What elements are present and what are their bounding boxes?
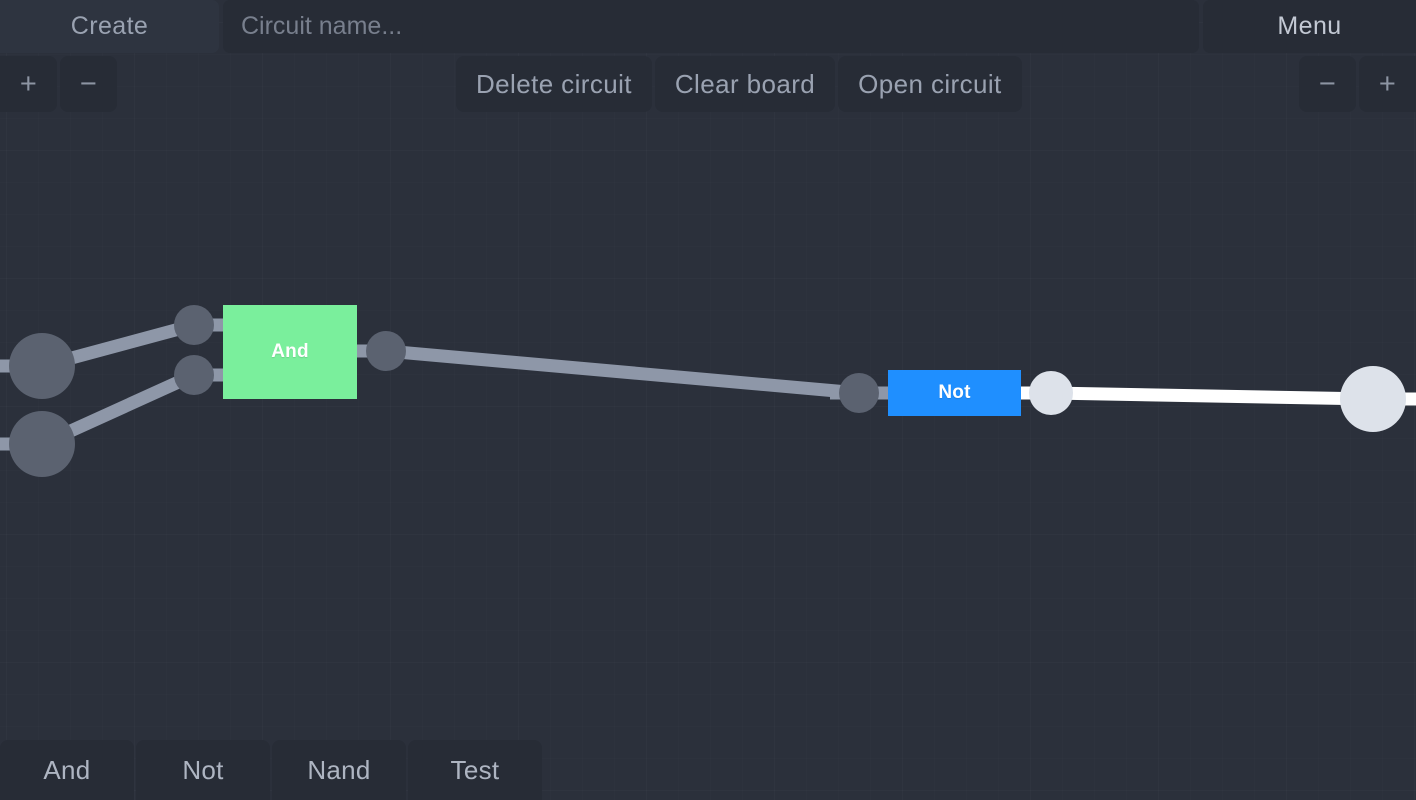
palette-item-label: Test (450, 754, 500, 785)
gate-and[interactable]: And (223, 305, 357, 399)
create-button[interactable]: Create (0, 0, 219, 53)
gate-label: Not (938, 382, 971, 403)
wire-and-out-to-not-in[interactable] (385, 344, 860, 400)
zoom-in-right-icon[interactable]: + (1359, 56, 1416, 112)
not-input[interactable] (839, 373, 879, 413)
zoom-out-right-icon[interactable]: − (1299, 56, 1356, 112)
open-circuit-button[interactable]: Open circuit (838, 56, 1022, 112)
input-node-b[interactable] (9, 411, 75, 477)
and-input-bottom[interactable] (174, 355, 214, 395)
gate-not[interactable]: Not (888, 370, 1021, 416)
gate-palette: And Not Nand Test (0, 740, 544, 800)
toolbar-gap-right (1022, 56, 1299, 112)
gate-label: And (271, 341, 309, 362)
palette-item-label: Nand (307, 754, 371, 785)
input-node-a[interactable] (9, 333, 75, 399)
menu-button[interactable]: Menu (1203, 0, 1416, 53)
wire-not-out-to-output[interactable] (1050, 386, 1374, 406)
top-toolbar: Create Menu + − Delete circuit Clear boa… (0, 0, 1416, 112)
toolbar-row-secondary: + − Delete circuit Clear board Open circ… (0, 56, 1416, 112)
and-input-top[interactable] (174, 305, 214, 345)
toolbar-row-primary: Create Menu (0, 0, 1416, 53)
delete-circuit-button[interactable]: Delete circuit (456, 56, 652, 112)
not-output[interactable] (1029, 371, 1073, 415)
palette-item-and[interactable]: And (0, 740, 134, 800)
output-node[interactable] (1340, 366, 1406, 432)
node-layer (9, 305, 1406, 477)
palette-item-test[interactable]: Test (408, 740, 542, 800)
palette-item-nand[interactable]: Nand (272, 740, 406, 800)
toolbar-gap-left (117, 56, 456, 112)
zoom-in-icon[interactable]: + (0, 56, 57, 112)
wire-layer (0, 318, 1416, 451)
palette-item-not[interactable]: Not (136, 740, 270, 800)
zoom-out-icon[interactable]: − (60, 56, 117, 112)
clear-board-button[interactable]: Clear board (654, 56, 836, 112)
circuit-name-input[interactable] (223, 0, 1199, 53)
palette-item-label: Not (182, 754, 224, 785)
palette-item-label: And (43, 754, 91, 785)
and-output[interactable] (366, 331, 406, 371)
